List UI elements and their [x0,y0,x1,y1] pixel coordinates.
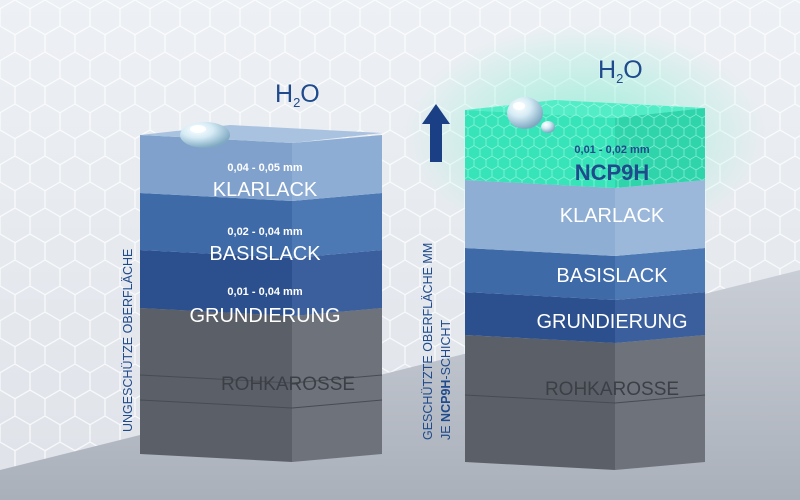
coating-label: NCP9H [575,160,650,185]
right-side-label-prefix: JE [439,422,453,440]
right-droplet-small-icon [541,121,555,133]
left-klarlack-side [292,135,382,201]
left-basislack-label: BASISLACK [209,243,321,265]
left-rohkarosse-side [292,308,382,462]
right-side-label-brand: NCP9H [439,380,453,422]
right-grundierung-front [465,292,615,343]
right-droplet-highlight [513,102,525,110]
left-klarlack-thickness: 0,04 - 0,05 mm [227,162,302,174]
right-klarlack-label: KLARLACK [560,205,665,227]
right-basislack-front [465,248,615,300]
right-rohkarosse-front [465,335,615,470]
right-grundierung-side [615,292,705,343]
left-basislack-front [140,193,292,258]
left-grundierung-label: GRUNDIERUNG [189,305,340,327]
left-rohkarosse-label: ROHKAROSSE [221,374,355,395]
right-h2o-h: H [598,56,616,84]
up-arrow-icon [422,104,450,162]
left-h2o-sub: 2 [293,95,300,110]
right-side-label-line2: JE NCP9H-SCHICHT [439,319,453,440]
left-rohkarosse-edge-3 [139,399,293,409]
right-droplet-icon [507,97,543,129]
left-rohkarosse-front [140,308,292,462]
right-rohkarosse-side [615,335,705,470]
right-basislack-label: BASISLACK [556,265,668,287]
left-rohkarosse-edge [139,374,293,384]
left-basislack-thickness: 0,02 - 0,04 mm [227,226,302,238]
left-grundierung-thickness: 0,01 - 0,04 mm [227,286,302,298]
left-h2o-h: H [275,80,293,108]
right-h2o-sub: 2 [616,71,623,86]
right-side-label-suffix: -SCHICHT [439,319,453,379]
left-grundierung-side [292,250,382,316]
left-klarlack-front [140,135,292,201]
left-rohkarosse-edge-4 [291,399,383,409]
left-rohkarosse-edge-2 [291,374,383,384]
right-basislack-side [615,248,705,300]
left-h2o: H2O [275,80,320,110]
right-rohkarosse-edge [464,394,616,404]
right-grundierung-label: GRUNDIERUNG [536,311,687,333]
coating-thickness: 0,01 - 0,02 mm [574,144,649,156]
right-rohkarosse-label: ROHKAROSSE [545,379,679,400]
left-side-label: UNGESCHÜTZE OBERFLÄCHE [121,249,135,432]
right-rohkarosse-edge-2 [614,394,706,404]
right-side-label-line1: GESCHÜTZTE OBERFLÄCHE MM [421,243,435,440]
right-h2o-o: O [623,56,642,84]
left-droplet-highlight [190,125,206,133]
left-droplet-icon [180,122,230,148]
left-h2o-o: O [300,80,319,108]
right-klarlack-front [465,180,615,256]
left-stack: H2O 0,04 - 0,05 mm KLARLACK 0,02 - 0,04 … [121,80,383,462]
left-basislack-side [292,193,382,258]
left-klarlack-label: KLARLACK [213,179,318,201]
right-h2o: H2O [598,56,643,86]
right-klarlack-side [615,180,705,256]
right-stack: H2O 0,01 - 0,02 mm NCP9H KLARLACK BASISL… [421,56,706,470]
left-grundierung-front [140,250,292,316]
